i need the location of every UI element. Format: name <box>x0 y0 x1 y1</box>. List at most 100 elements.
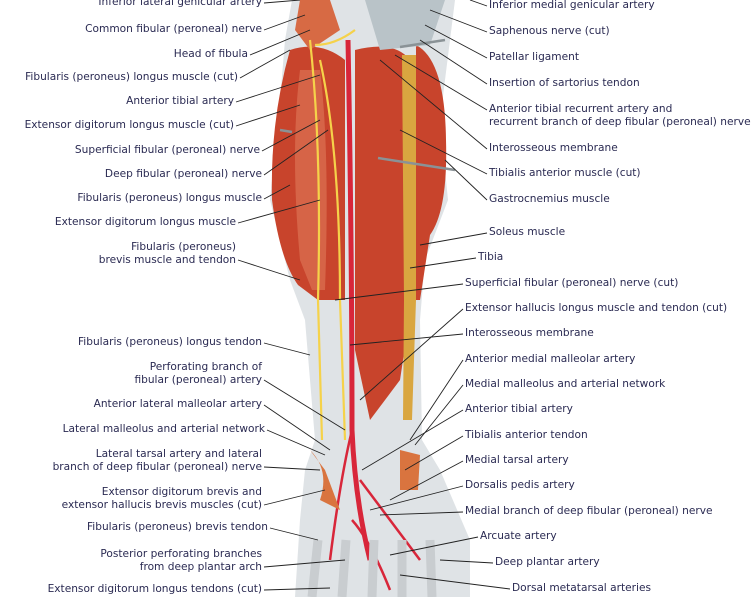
leader-line <box>439 559 494 564</box>
right-label: Saphenous nerve (cut) <box>489 25 610 38</box>
left-label: Fibularis (peroneus) longus muscle <box>77 192 262 205</box>
label-line: Insertion of sartorius tendon <box>489 77 640 89</box>
label-line: Anterior tibial recurrent artery and <box>489 103 673 115</box>
fibular-head-region <box>295 0 340 50</box>
right-label: Extensor hallucis longus muscle and tend… <box>465 302 727 315</box>
label-line: Soleus muscle <box>489 226 566 238</box>
leader-line <box>263 342 311 356</box>
label-line: Gastrocnemius muscle <box>489 193 610 205</box>
left-label: Extensor digitorum longus tendons (cut) <box>48 583 262 596</box>
fibular-nerves <box>308 29 356 441</box>
label-line: Anterior tibial artery <box>465 403 573 415</box>
label-line: Saphenous nerve (cut) <box>489 25 610 37</box>
label-line: Arcuate artery <box>480 530 557 542</box>
leader-line <box>389 536 479 556</box>
label-line: branch of deep fibular (peroneal) nerve <box>52 460 262 473</box>
label-line: Deep fibular (peroneal) nerve <box>104 168 262 180</box>
malleolar-region <box>310 450 420 510</box>
right-label: Tibialis anterior muscle (cut) <box>489 167 641 180</box>
label-line: Deep plantar artery <box>495 556 600 568</box>
right-label: Soleus muscle <box>489 226 565 239</box>
label-line: Dorsal metatarsal arteries <box>512 582 651 594</box>
label-line: brevis muscle and tendon <box>98 253 236 266</box>
leader-line <box>263 0 301 4</box>
label-line: recurrent branch of deep fibular (perone… <box>489 115 751 128</box>
label-line: Fibularis (peroneus) longus muscle (cut) <box>25 71 238 83</box>
leader-line <box>263 587 331 591</box>
right-label: Tibia <box>478 251 503 264</box>
label-line: Perforating branch of <box>149 361 262 373</box>
right-label: Dorsalis pedis artery <box>465 479 575 492</box>
leader-line <box>424 24 488 59</box>
label-line: Inferior lateral genicular artery <box>98 0 262 8</box>
right-label: Interosseous membrane <box>489 142 618 155</box>
leader-line <box>249 29 311 56</box>
label-line: Extensor digitorum longus muscle (cut) <box>24 119 234 131</box>
left-label: Deep fibular (peroneal) nerve <box>105 168 262 181</box>
label-line: Anterior tibial artery <box>126 95 234 107</box>
label-line: Interosseous membrane <box>465 327 594 339</box>
leader-line <box>409 257 477 269</box>
left-label: Fibularis (peroneus)brevis muscle and te… <box>99 241 236 266</box>
tibia <box>402 55 416 420</box>
extensor-tendon <box>307 539 323 597</box>
label-line: Posterior perforating branches <box>100 548 262 560</box>
left-label: Superficial fibular (peroneal) nerve <box>75 144 260 157</box>
label-line: Medial branch of deep fibular (peroneal)… <box>465 505 713 517</box>
leader-line <box>266 429 326 456</box>
leader-line <box>394 54 488 111</box>
extensor-tendon <box>337 539 351 597</box>
leader-line <box>263 129 329 176</box>
leader-line <box>389 460 464 501</box>
leader-line <box>419 39 488 85</box>
leader-line <box>334 283 464 301</box>
label-line: Head of fibula <box>173 48 248 60</box>
right-label: Deep plantar artery <box>495 556 600 569</box>
label-line: Extensor hallucis longus muscle and tend… <box>465 302 728 314</box>
label-line: Medial tarsal artery <box>465 454 569 466</box>
leader-line <box>263 14 306 31</box>
left-label: Fibularis (peroneus) longus tendon <box>78 336 262 349</box>
right-label: Anterior medial malleolar artery <box>465 353 635 366</box>
left-label: Lateral malleolus and arterial network <box>63 423 265 436</box>
tibialis-anterior-muscle <box>355 46 412 421</box>
label-line: Lateral malleolus and arterial network <box>62 423 265 435</box>
extensor-digitorum-longus <box>295 70 327 290</box>
leader-line <box>379 59 488 150</box>
right-label: Inferior medial genicular artery <box>489 0 655 12</box>
leader-line <box>263 489 326 506</box>
leader-line <box>237 199 321 224</box>
left-label: Extensor digitorum longus muscle (cut) <box>25 119 234 132</box>
label-line: Fibularis (peroneus) <box>131 241 236 253</box>
leader-line <box>237 259 301 281</box>
right-label: Tibialis anterior tendon <box>465 429 588 442</box>
retractor-hook-right <box>377 156 456 172</box>
leader-line <box>263 559 346 568</box>
left-label: Common fibular (peroneal) nerve <box>85 23 262 36</box>
label-line: Anterior lateral malleolar artery <box>93 398 262 410</box>
left-label: Inferior lateral genicular artery <box>98 0 262 9</box>
leader-line <box>263 379 346 431</box>
right-label: Arcuate artery <box>480 530 557 543</box>
anterior-tibial-artery <box>345 39 373 561</box>
leader-line <box>399 574 511 590</box>
left-label: Head of fibula <box>174 48 248 61</box>
leader-line <box>361 409 464 471</box>
leader-line <box>269 527 319 541</box>
leader-line <box>444 159 488 201</box>
right-label: Interosseous membrane <box>465 327 594 340</box>
leader-line <box>263 184 291 200</box>
label-line: Inferior medial genicular artery <box>489 0 655 11</box>
leader-line <box>409 359 464 441</box>
label-line: from deep plantar arch <box>139 560 262 573</box>
right-label: Superficial fibular (peroneal) nerve (cu… <box>465 277 678 290</box>
label-line: Patellar ligament <box>489 51 579 63</box>
label-line: Tibia <box>478 251 504 263</box>
leader-line <box>263 404 331 451</box>
right-label: Patellar ligament <box>489 51 579 64</box>
label-line: extensor hallucis brevis muscles (cut) <box>61 498 262 511</box>
leader-line <box>399 129 488 175</box>
